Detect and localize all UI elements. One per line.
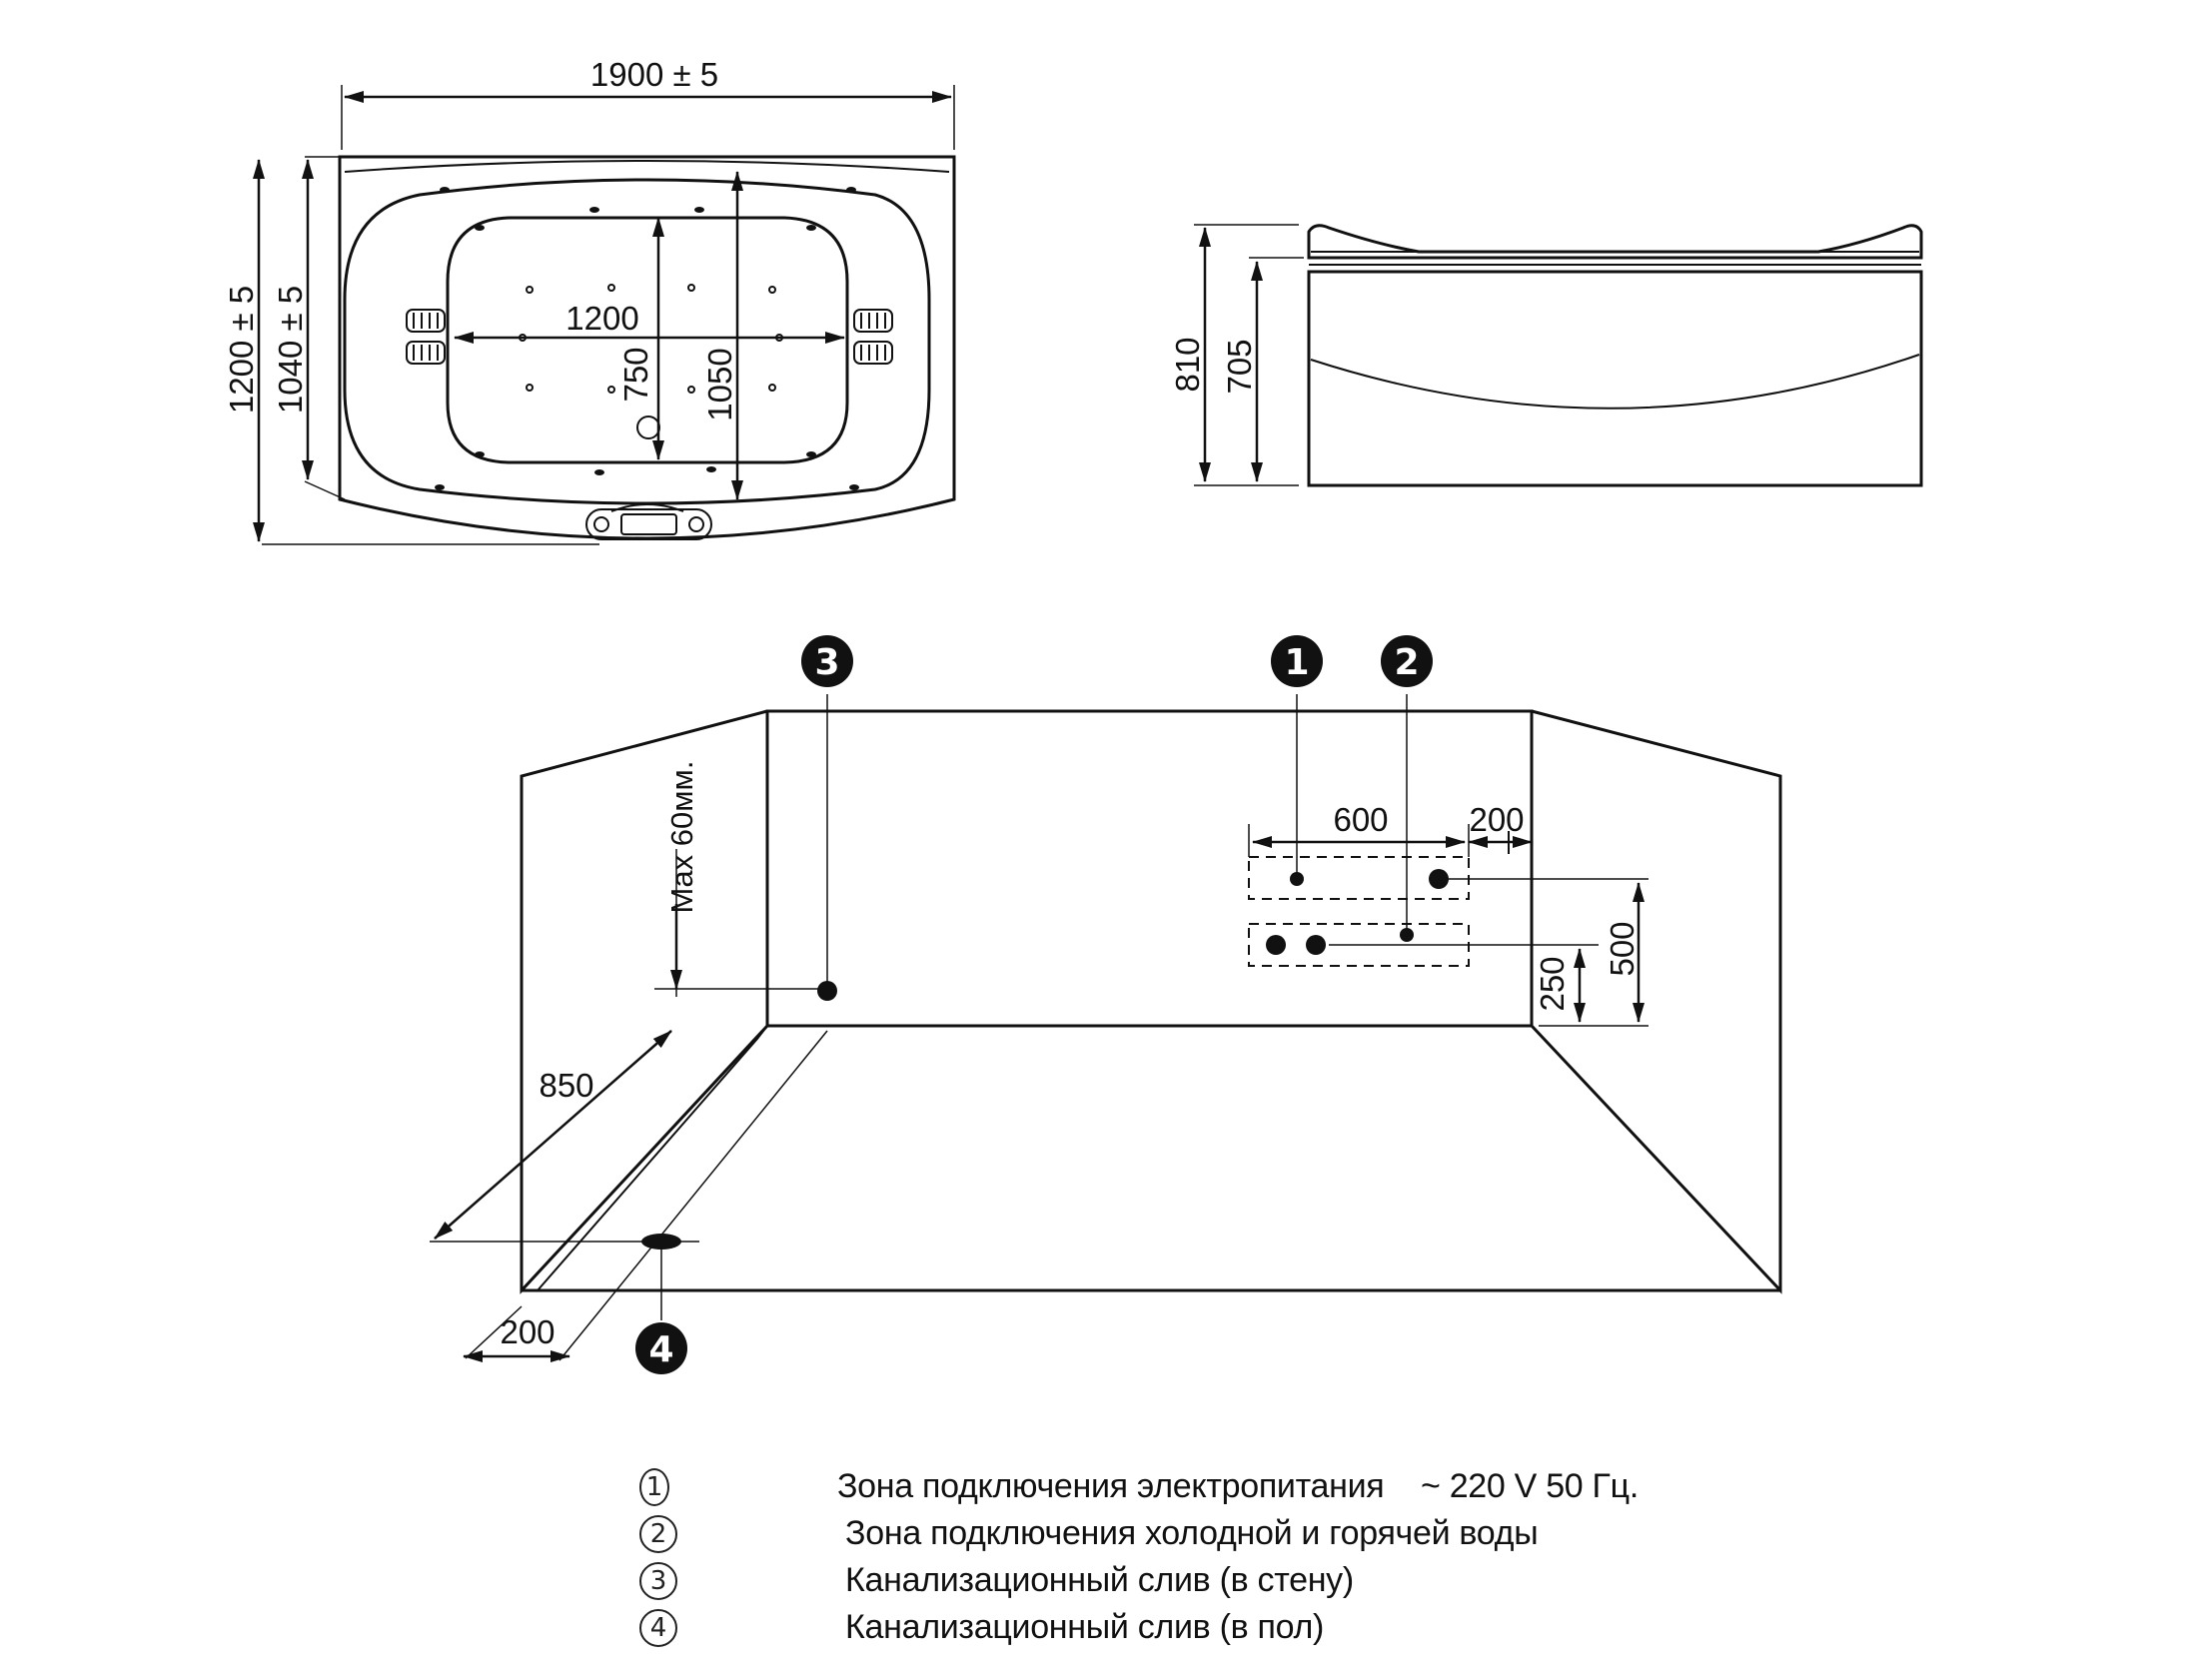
- dim-total-width: 1200 ± 5: [223, 286, 260, 414]
- tub-rim: [344, 160, 950, 173]
- rim-jets: [435, 187, 859, 490]
- power-point-right: [1429, 869, 1449, 889]
- dim-floor-drain-distance: 850: [539, 1067, 593, 1104]
- badge-2: 2: [1381, 635, 1433, 687]
- top-view: [253, 85, 956, 545]
- dim-total-height: 810: [1169, 337, 1206, 392]
- tub-bowl: [446, 216, 849, 464]
- legend-text: Зона подключения электропитания ~ 220 V …: [836, 1467, 1639, 1505]
- dim-max-drop: Max 60мм.: [664, 761, 699, 914]
- dim-bowl-length: 1200: [565, 300, 638, 337]
- left-wall: [520, 709, 769, 1294]
- side-view: [1194, 224, 1923, 487]
- side-panel-curve: [1310, 354, 1920, 410]
- floor-groove: [537, 1025, 768, 1291]
- dim-floor-drain-offset: 200: [500, 1313, 554, 1350]
- water-point: [1400, 928, 1414, 942]
- dim-body-height: 705: [1221, 339, 1258, 394]
- tub-outline: [338, 155, 956, 540]
- legend: 1 Зона подключения электропитания ~ 220 …: [639, 1463, 1639, 1651]
- floor-drain-point: [641, 1234, 681, 1250]
- legend-text: Канализационный слив (в стену): [845, 1561, 1354, 1599]
- badges: 1 2 3 4: [635, 635, 1433, 1374]
- legend-text: Зона подключения холодной и горячей воды: [845, 1514, 1539, 1552]
- badge-1: 1: [1271, 635, 1323, 687]
- legend-item: 3 Канализационный слив (в стену): [639, 1557, 1639, 1604]
- legend-text: Канализационный слив (в пол): [845, 1608, 1325, 1646]
- tub-inner-basin: [343, 178, 931, 505]
- dim-water-height: 250: [1534, 956, 1571, 1011]
- legend-number: 1: [639, 1467, 669, 1506]
- dim-zone-side-offset: 200: [1469, 801, 1524, 838]
- legend-item: 4 Канализационный слив (в пол): [639, 1604, 1639, 1651]
- connection-points: [641, 869, 1449, 1250]
- legend-number: 3: [639, 1561, 677, 1600]
- power-point: [1290, 872, 1304, 886]
- water-point-cold: [1266, 935, 1286, 955]
- badge-4: 4: [635, 1322, 687, 1374]
- svg-text:1: 1: [1284, 642, 1309, 683]
- svg-text:2: 2: [1394, 642, 1419, 683]
- dim-zone-width: 600: [1333, 801, 1388, 838]
- badge-3: 3: [801, 635, 853, 687]
- side-jet-cluster-left: [406, 309, 446, 365]
- control-panel: [585, 503, 712, 540]
- dim-bowl-width: 750: [617, 347, 654, 402]
- dim-inner-width: 1040 ± 5: [272, 286, 309, 414]
- svg-text:3: 3: [814, 642, 839, 683]
- power-zone: [1248, 856, 1470, 900]
- installation-layout: [430, 694, 1782, 1362]
- legend-item: 2 Зона подключения холодной и горячей во…: [639, 1510, 1639, 1557]
- wall-drain-point: [817, 981, 837, 1001]
- dim-total-length: 1900 ± 5: [590, 56, 718, 93]
- right-wall: [1530, 709, 1782, 1294]
- legend-item: 1 Зона подключения электропитания ~ 220 …: [639, 1463, 1639, 1510]
- legend-number: 4: [639, 1608, 677, 1647]
- side-jet-cluster-right: [853, 309, 893, 365]
- water-point-hot: [1306, 935, 1326, 955]
- legend-number: 2: [639, 1514, 677, 1553]
- svg-text:4: 4: [648, 1329, 673, 1370]
- dim-power-height: 500: [1604, 921, 1641, 976]
- side-rim: [1307, 224, 1923, 260]
- dim-depth-span: 1050: [701, 348, 738, 420]
- back-wall: [765, 709, 1534, 1028]
- side-body: [1307, 270, 1923, 487]
- drain-icon: [636, 416, 660, 439]
